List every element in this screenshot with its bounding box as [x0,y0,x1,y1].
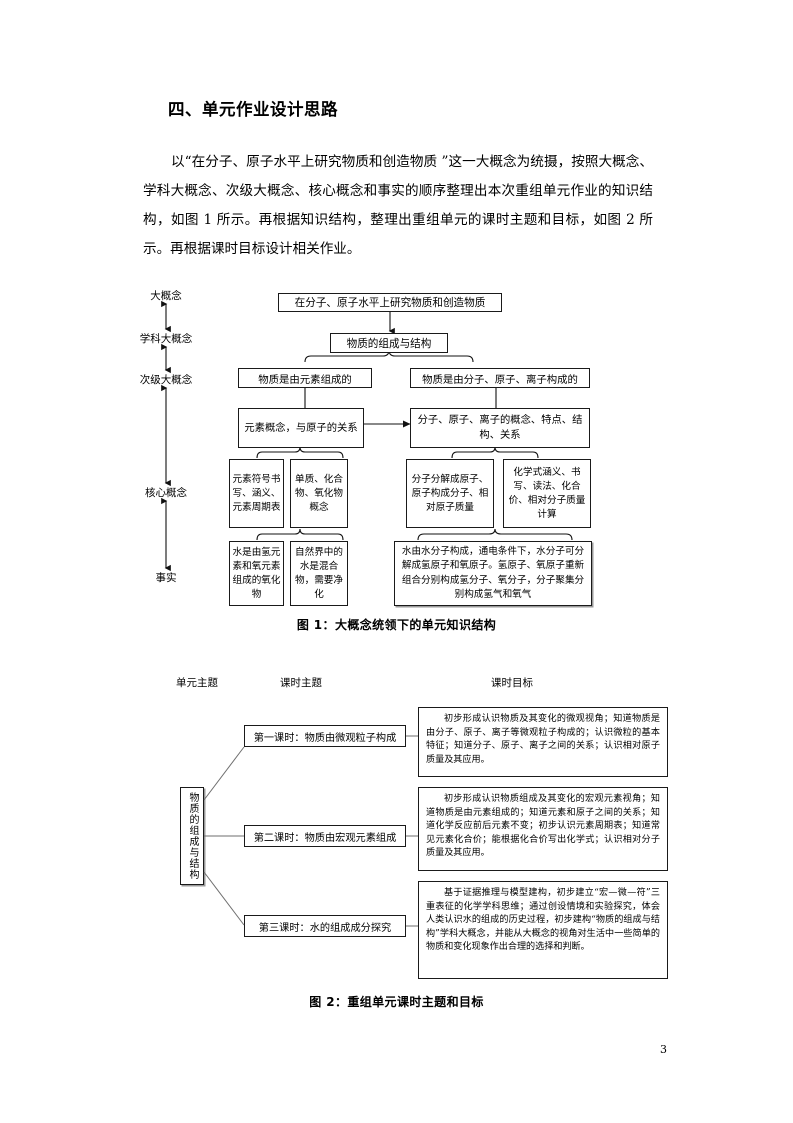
node-core-parent-right: 分子、原子、离子的概念、特点、结构、关系 [410,408,590,448]
goal-box-2: 初步形成认识物质组成及其变化的宏观元素视角；知道物质是由元素组成的；知道元素和原… [418,787,668,871]
body-paragraph: 以“在分子、原子水平上研究物质和创造物质 ”这一大概念为统摄，按照大概念、学科大… [143,154,653,257]
lesson-box-3: 第三课时：水的组成成分探究 [244,915,406,937]
axis-label-sub-concept: 次级大概念 [139,374,193,386]
node-core-1: 元素符号书写、涵义、元素周期表 [229,459,284,528]
column-header-lesson-goal: 课时目标 [491,677,533,689]
node-subject-concept: 物质的组成与结构 [330,333,448,353]
node-unit-theme: 物质的组成与结构 [180,787,204,885]
figure-1-caption: 图 1：大概念统领下的单元知识结构 [296,618,497,632]
node-sub-concept-right: 物质是由分子、原子、离子构成的 [410,368,590,388]
node-fact-2: 自然界中的水是混合物，需要净化 [290,541,348,606]
node-big-concept: 在分子、原子水平上研究物质和创造物质 [278,293,502,312]
node-core-4: 化学式涵义、书写、读法、化合价、相对分子质量计算 [503,459,591,528]
node-core-3: 分子分解成原子、原子构成分子、相对原子质量 [406,459,494,528]
lesson-box-2: 第二课时：物质由宏观元素组成 [244,825,406,847]
node-fact-3: 水由水分子构成，通电条件下，水分子可分解成氢原子和氧原子。氢原子、氧原子重新组合… [394,541,592,606]
axis-label-core-concept: 核心概念 [145,487,187,499]
node-fact-1: 水是由氢元素和氧元素组成的氧化物 [229,541,284,606]
axis-label-fact: 事实 [155,572,177,584]
node-sub-concept-left: 物质是由元素组成的 [238,368,372,388]
column-header-lesson-theme: 课时主题 [280,677,322,689]
axis-label-subject-concept: 学科大概念 [139,333,193,345]
axis-label-big-concept: 大概念 [150,290,182,302]
node-core-parent-left: 元素概念，与原子的关系 [238,408,364,448]
goal-box-1: 初步形成认识物质及其变化的微观视角；知道物质是由分子、原子、离子等微观粒子构成的… [418,707,668,777]
lesson-box-1: 第一课时：物质由微观粒子构成 [244,725,406,747]
figure-2-caption: 图 2：重组单元课时主题和目标 [309,995,484,1009]
section-heading: 四、单元作业设计思路 [168,100,338,119]
page-number: 3 [660,1043,667,1056]
goal-box-3: 基于证据推理与模型建构，初步建立“宏—微—符”三重表征的化学学科思维；通过创设情… [418,881,668,979]
node-core-2: 单质、化合物、氧化物概念 [290,459,348,528]
column-header-unit-theme: 单元主题 [176,677,218,689]
